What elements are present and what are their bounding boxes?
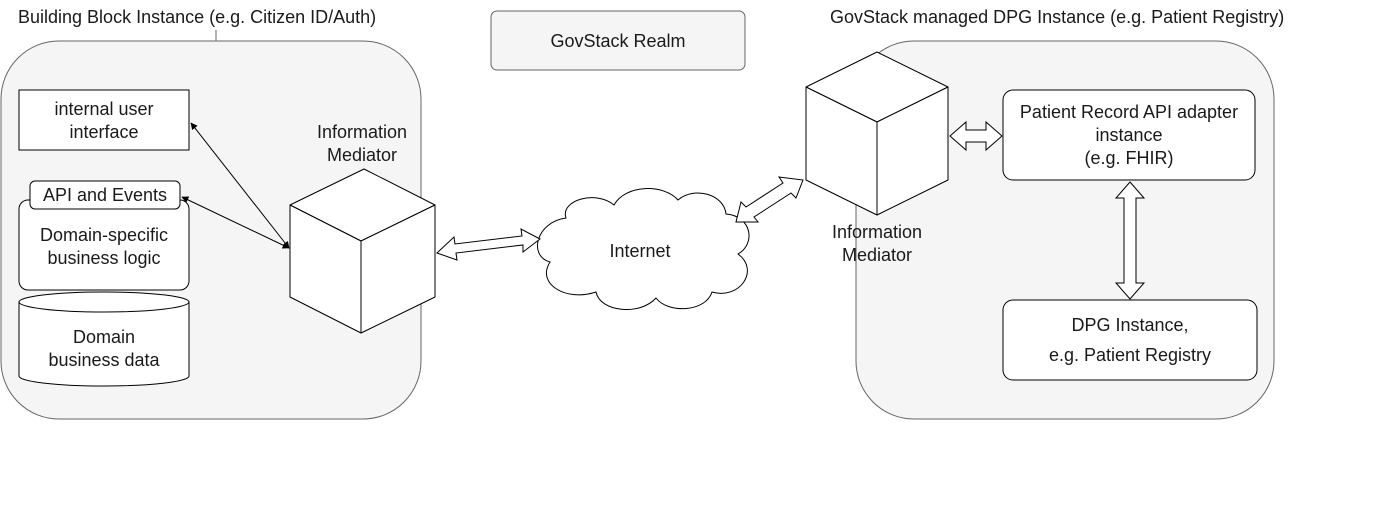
api-events-box	[29, 180, 181, 210]
business-data-cylinder	[18, 291, 190, 387]
internal-ui-label-1: internal user	[54, 99, 154, 119]
internet-mediator-arrow	[735, 176, 804, 223]
adapter-dpg-arrow	[1114, 181, 1146, 300]
api-adapter-label-1: Patient Record API adapter	[1019, 102, 1239, 122]
business-logic-label-1: Domain-specific	[39, 225, 169, 245]
business-data-label-2: business data	[48, 350, 160, 370]
internet-label: Internet	[609, 241, 671, 261]
internal-ui-box	[18, 89, 190, 151]
mediator-adapter-arrow	[949, 120, 1003, 152]
left-mediator-cube	[289, 168, 436, 334]
govstack-realm-label: GovStack Realm	[550, 31, 686, 51]
dpg-instance-label-1: DPG Instance,	[1071, 315, 1189, 335]
api-to-mediator-arrow	[181, 196, 290, 249]
internal-ui-label-2: interface	[69, 122, 139, 142]
mediator-internet-arrow	[436, 228, 541, 261]
dpg-instance-label-2: e.g. Patient Registry	[1048, 345, 1212, 365]
left-mediator-label-2: Mediator	[326, 145, 398, 165]
right-mediator-cube	[805, 51, 949, 216]
business-logic-label-2: business logic	[47, 248, 161, 268]
dpg-instance-box	[1002, 299, 1258, 381]
right-mediator-label-1: Information	[831, 222, 923, 242]
business-data-label-1: Domain	[72, 327, 136, 347]
right-mediator-label-2: Mediator	[841, 245, 913, 265]
api-adapter-label-3: (e.g. FHIR)	[1084, 148, 1174, 168]
left-mediator-label-1: Information	[316, 122, 408, 142]
internet-cloud	[536, 188, 750, 310]
building-block-title: Building Block Instance (e.g. Citizen ID…	[18, 7, 377, 27]
api-events-label: API and Events	[42, 185, 168, 205]
dpg-instance-title: GovStack managed DPG Instance (e.g. Pati…	[830, 7, 1285, 27]
govstack-realm-box	[490, 10, 746, 71]
api-adapter-box	[1002, 89, 1256, 181]
api-adapter-label-2: instance	[1095, 125, 1163, 145]
